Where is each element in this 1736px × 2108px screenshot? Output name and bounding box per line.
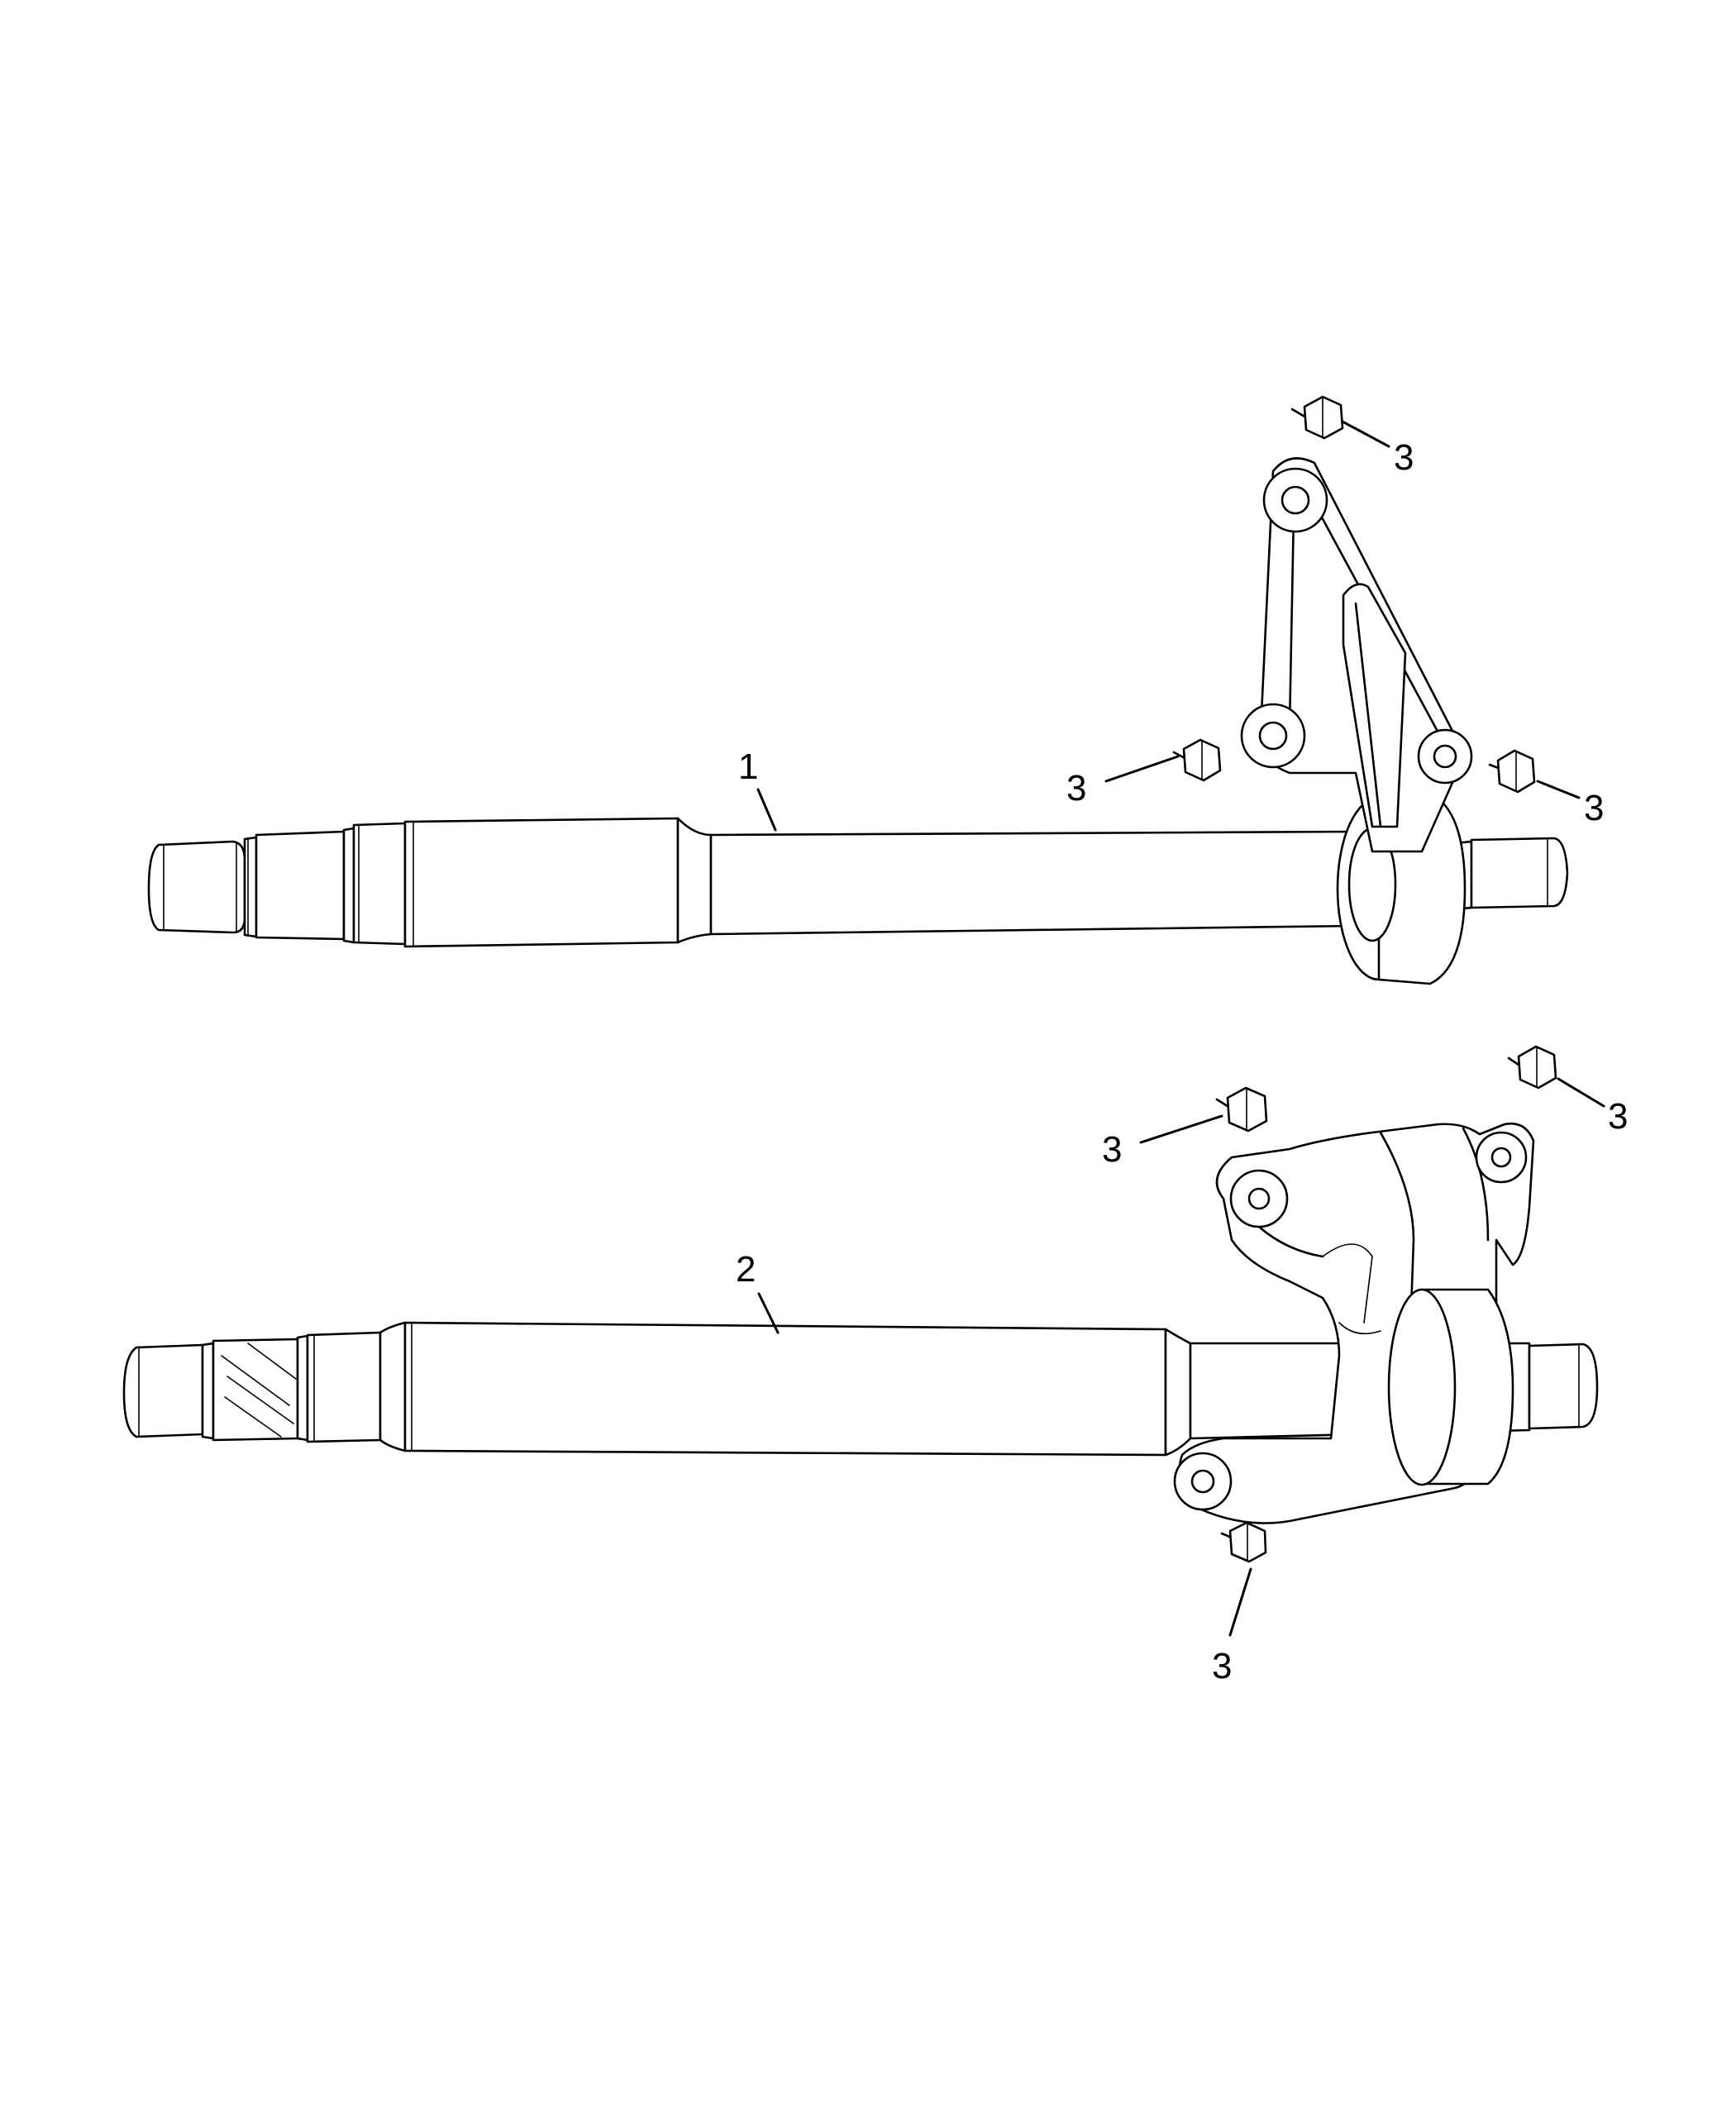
callout-bolt-upper-top: 3 xyxy=(1394,437,1414,478)
leader-bolt-upper-top xyxy=(1341,420,1390,448)
bolt-upper-top xyxy=(1290,395,1344,440)
callout-bolt-upper-left: 3 xyxy=(1066,768,1086,808)
bolt-lower-left xyxy=(1215,1086,1268,1133)
upper-shaft xyxy=(147,817,1569,948)
leader-bolt-lower-right xyxy=(1557,1077,1605,1108)
leader-bolt-lower-left xyxy=(1139,1114,1223,1144)
bolt-upper-left xyxy=(1172,738,1222,782)
bolt-lower-right xyxy=(1507,1045,1557,1090)
callout-item2: 2 xyxy=(736,1249,756,1290)
leader-bolt-upper-left xyxy=(1104,755,1180,783)
callout-item1: 1 xyxy=(738,746,758,787)
callout-bolt-lower-left: 3 xyxy=(1102,1129,1122,1170)
leader-item1 xyxy=(756,788,777,832)
upper-bearing-bracket xyxy=(1240,457,1473,985)
leader-item2 xyxy=(757,1292,780,1334)
callout-bolt-upper-right: 3 xyxy=(1584,788,1604,828)
callout-bolt-lower-right: 3 xyxy=(1608,1096,1628,1137)
lower-bearing-bracket xyxy=(1173,1122,1535,1524)
leader-bolt-upper-right xyxy=(1536,780,1581,799)
bolt-lower-bottom xyxy=(1220,1521,1267,1563)
callout-bolt-lower-bottom: 3 xyxy=(1212,1646,1232,1686)
bolt-upper-right xyxy=(1488,749,1536,794)
leader-bolt-lower-bottom xyxy=(1228,1567,1252,1637)
